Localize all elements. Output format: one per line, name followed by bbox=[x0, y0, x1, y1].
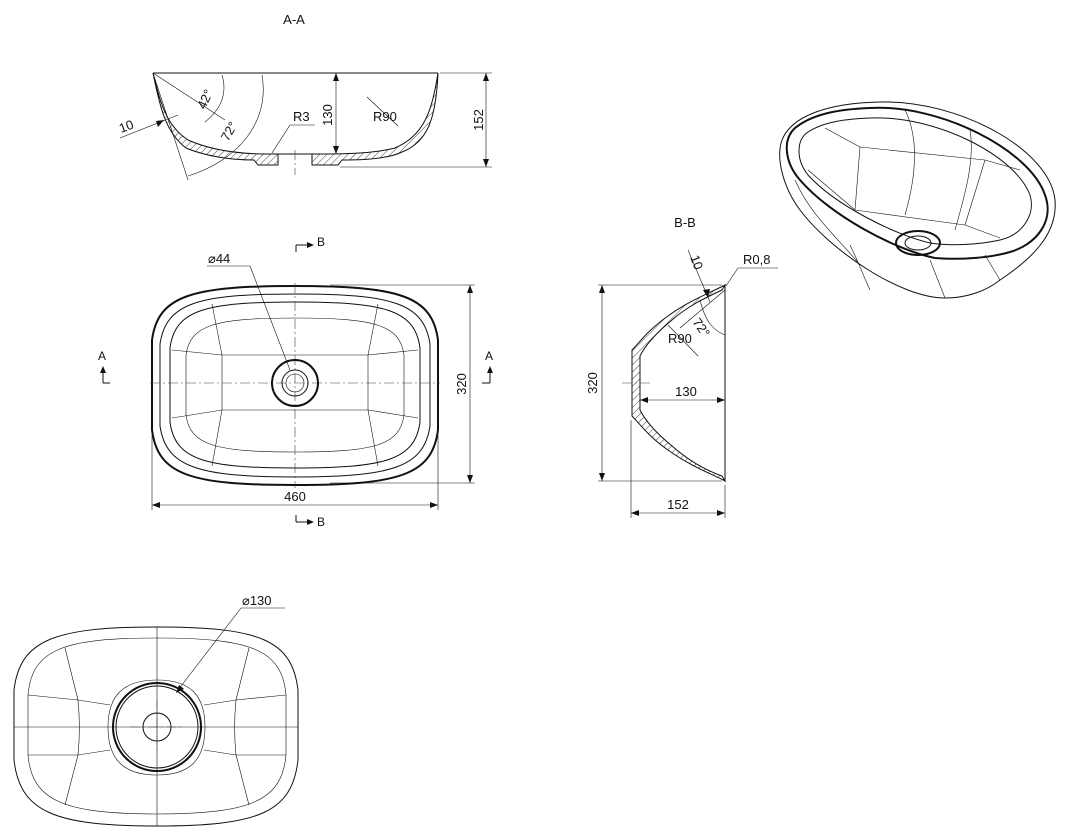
dim-arrow bbox=[599, 285, 605, 293]
angle-72-arc bbox=[187, 74, 264, 177]
drain-outer-circle bbox=[271, 359, 319, 407]
cut-label-b-top: B bbox=[317, 235, 325, 249]
dim-arrow bbox=[467, 475, 473, 483]
dim-320-label: 320 bbox=[585, 372, 600, 394]
dim-arrow bbox=[703, 289, 710, 298]
dim-10-label: 10 bbox=[687, 253, 706, 272]
iso-rim bbox=[785, 106, 1049, 260]
dim-arrow bbox=[176, 685, 184, 693]
section-a-a-view: A-A 152 130 R90 R3 42° 72° bbox=[117, 12, 492, 181]
dim-arrow bbox=[430, 502, 438, 508]
dim-130-label: 130 bbox=[320, 104, 335, 126]
drain-hole bbox=[285, 373, 305, 393]
r90-leader bbox=[667, 324, 699, 357]
bottom-view-facet-lines bbox=[27, 647, 287, 806]
iso-facet-lines bbox=[794, 109, 1021, 299]
angle-72-ref-line bbox=[152, 72, 189, 181]
cut-arrow bbox=[307, 242, 314, 248]
bottom-view-outer bbox=[13, 626, 299, 827]
top-view: ⌀44 460 320 B B A A bbox=[98, 235, 493, 529]
base-dia-label: ⌀130 bbox=[242, 593, 272, 608]
angle-72-label: 72° bbox=[218, 119, 241, 144]
dim-arrow bbox=[467, 285, 473, 293]
section-b-b-view: B-B 320 130 152 R90 72° 10 bbox=[585, 215, 778, 518]
angle-42-arc bbox=[204, 74, 225, 123]
dim-arrow bbox=[717, 510, 725, 516]
isometric-view bbox=[779, 101, 1056, 299]
dim-arrow bbox=[483, 73, 489, 81]
cut-label-b-bottom: B bbox=[317, 515, 325, 529]
dim-arrow bbox=[152, 502, 160, 508]
angle-72-arc bbox=[699, 299, 726, 336]
iso-drain-inner bbox=[904, 235, 932, 251]
dim-arrow bbox=[640, 397, 648, 403]
iso-drain-outer bbox=[895, 230, 941, 256]
base-foot-circle bbox=[112, 682, 202, 772]
cut-arrow bbox=[487, 366, 493, 373]
section-b-b-title: B-B bbox=[674, 215, 696, 230]
r90-label: R90 bbox=[668, 331, 692, 346]
cut-arrow bbox=[100, 366, 106, 373]
dim-320-label: 320 bbox=[454, 373, 469, 395]
base-dia-leader bbox=[177, 607, 242, 691]
dim-arrow bbox=[631, 510, 639, 516]
cut-label-a-left: A bbox=[98, 349, 106, 363]
section-a-a-wall bbox=[152, 72, 279, 166]
drain-inner-circle bbox=[281, 369, 309, 397]
bottom-view-base-rounded bbox=[107, 679, 206, 776]
dim-10-label: 10 bbox=[117, 117, 136, 136]
r3-label: R3 bbox=[293, 109, 310, 124]
base-foot-inner-circle bbox=[115, 685, 199, 769]
r90-label: R90 bbox=[373, 109, 397, 124]
dim-10-leader bbox=[119, 114, 179, 139]
cut-label-a-right: A bbox=[485, 349, 493, 363]
r90-leader bbox=[366, 96, 399, 127]
angle-72-label: 72° bbox=[690, 315, 714, 340]
r08-label: R0,8 bbox=[743, 252, 770, 267]
dim-460-label: 460 bbox=[284, 489, 306, 504]
section-a-a-wall-right bbox=[311, 72, 439, 166]
drain-dia-label: ⌀44 bbox=[208, 251, 230, 266]
dim-152-label: 152 bbox=[667, 497, 689, 512]
section-a-a-title: A-A bbox=[283, 12, 305, 27]
dim-130-label: 130 bbox=[675, 384, 697, 399]
dim-arrow bbox=[333, 73, 339, 81]
top-view-facet-diagonals bbox=[171, 303, 419, 467]
angle-42-ref-line bbox=[152, 72, 226, 121]
dim-arrow bbox=[717, 397, 725, 403]
dim-arrow bbox=[156, 120, 164, 127]
cut-arrow bbox=[307, 519, 314, 525]
dim-152-label: 152 bbox=[471, 109, 486, 131]
dim-arrow bbox=[599, 473, 605, 481]
angle-42-label: 42° bbox=[194, 87, 216, 111]
r08-leader bbox=[725, 267, 739, 287]
bottom-view: ⌀130 bbox=[13, 593, 299, 827]
iso-inner-bowl bbox=[798, 117, 1032, 246]
dim-arrow bbox=[333, 146, 339, 154]
iso-outer-body bbox=[779, 101, 1056, 299]
dim-arrow bbox=[483, 159, 489, 167]
drain-dia-leader bbox=[249, 265, 291, 371]
r3-leader bbox=[271, 124, 291, 154]
